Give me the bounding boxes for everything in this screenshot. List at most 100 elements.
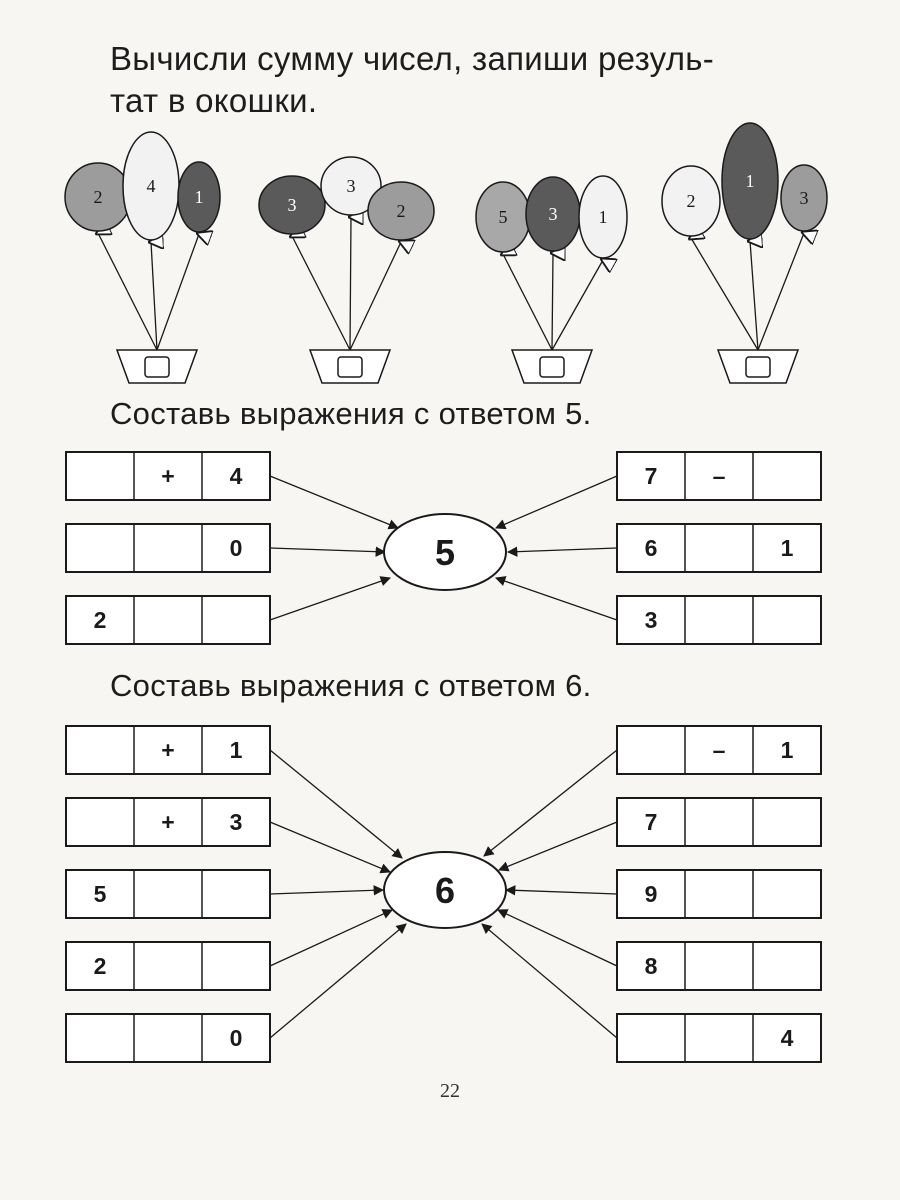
expression-cell-empty[interactable] — [136, 944, 200, 988]
expression-cell-empty[interactable] — [68, 728, 132, 772]
expression-row-left: 0 — [65, 1013, 271, 1063]
expression-cell-empty[interactable] — [755, 598, 819, 642]
balloon-string — [349, 242, 401, 351]
answer-oval — [383, 513, 507, 591]
answer-oval — [383, 851, 507, 929]
expression-box — [616, 1013, 822, 1063]
balloon-string — [98, 233, 158, 351]
balloon-group: 332 — [258, 156, 435, 384]
expression-cell-empty[interactable] — [68, 454, 132, 498]
balloon-string — [691, 238, 759, 351]
expression-cell-empty[interactable] — [755, 944, 819, 988]
balloon-number: 2 — [687, 191, 696, 211]
balloon-string — [551, 260, 603, 351]
expression-cell-empty[interactable] — [755, 872, 819, 916]
arrow — [495, 576, 618, 621]
expression-box — [65, 869, 271, 919]
arrow — [497, 909, 618, 967]
expression-cell-value: 7 — [645, 463, 658, 489]
expression-row-right: 7– — [616, 451, 822, 501]
answer-window[interactable] — [144, 356, 170, 378]
expression-row-right: 8 — [616, 941, 822, 991]
expression-box — [65, 595, 271, 645]
expression-cell-empty[interactable] — [687, 944, 751, 988]
balloon-number: 3 — [549, 204, 558, 224]
balloon-string — [350, 217, 351, 351]
arrow — [269, 576, 391, 621]
arrow — [269, 475, 399, 530]
expression-box — [65, 1013, 271, 1063]
expression-cell-value: 3 — [230, 809, 243, 835]
expression-row-left: +1 — [65, 725, 271, 775]
expression-cell-empty[interactable] — [619, 1016, 683, 1060]
expression-cell-empty[interactable] — [68, 800, 132, 844]
expression-cell-value: 8 — [645, 953, 658, 979]
arrow — [269, 923, 407, 1039]
expression-cell-value: 2 — [94, 953, 107, 979]
answer-window[interactable] — [745, 356, 771, 378]
expression-row-right: –1 — [616, 725, 822, 775]
expression-cell-empty[interactable] — [755, 454, 819, 498]
expression-cell-value: 6 — [645, 535, 658, 561]
answer-value: 6 — [435, 870, 455, 911]
expression-cell-empty[interactable] — [204, 872, 268, 916]
balloon-number: 3 — [288, 195, 297, 215]
balloon-number: 1 — [195, 187, 204, 207]
balloon-number: 5 — [499, 207, 508, 227]
expression-cell-empty[interactable] — [68, 526, 132, 570]
expression-cell-empty[interactable] — [136, 1016, 200, 1060]
expression-cell-empty[interactable] — [687, 526, 751, 570]
expression-cell-value: – — [713, 737, 726, 763]
balloon — [721, 122, 779, 240]
balloon-number: 1 — [599, 207, 608, 227]
balloon — [320, 156, 382, 216]
expression-box — [65, 451, 271, 501]
expression-row-right: 7 — [616, 797, 822, 847]
expression-cell-empty[interactable] — [687, 800, 751, 844]
balloon-string — [151, 242, 157, 351]
expression-cell-empty[interactable] — [136, 598, 200, 642]
balloon — [780, 164, 828, 232]
expression-cell-empty[interactable] — [755, 800, 819, 844]
arrow — [269, 749, 403, 859]
expression-cell-value: + — [161, 463, 174, 489]
answer-window[interactable] — [539, 356, 565, 378]
expression-row-left: 2 — [65, 595, 271, 645]
expression-cell-value: 1 — [781, 737, 794, 763]
expression-cell-empty[interactable] — [687, 872, 751, 916]
expression-cell-empty[interactable] — [619, 728, 683, 772]
arrow — [269, 821, 391, 874]
expression-cell-empty[interactable] — [204, 598, 268, 642]
task-heading-line-2: тат в окошки. — [110, 82, 318, 119]
balloon — [177, 161, 221, 233]
expression-cell-value: 0 — [230, 535, 243, 561]
expression-row-left: +3 — [65, 797, 271, 847]
page-number: 22 — [440, 1080, 460, 1102]
expression-box — [616, 869, 822, 919]
expression-cell-empty[interactable] — [687, 598, 751, 642]
expression-cell-value: 1 — [230, 737, 243, 763]
expression-row-left: 0 — [65, 523, 271, 573]
expression-row-right: 3 — [616, 595, 822, 645]
expression-cell-empty[interactable] — [136, 872, 200, 916]
balloon-group: 241 — [64, 131, 221, 384]
arrow — [504, 885, 618, 896]
balloon-group: 2 1 3 — [661, 122, 828, 384]
answer-window[interactable] — [337, 356, 363, 378]
expression-cell-empty[interactable] — [136, 526, 200, 570]
arrow — [506, 546, 618, 557]
expression-cell-value: 9 — [645, 881, 658, 907]
expression-cell-value: – — [713, 463, 726, 489]
balloon-string — [757, 233, 804, 351]
expression-cell-empty[interactable] — [204, 944, 268, 988]
expression-cell-empty[interactable] — [687, 1016, 751, 1060]
task-heading-line-1: Вычисли сумму чисел, запиши резуль- — [110, 40, 715, 77]
balloon-number: 3 — [800, 188, 809, 208]
balloon-string — [503, 254, 553, 351]
balloon-number: 1 — [746, 171, 755, 191]
expression-cell-empty[interactable] — [68, 1016, 132, 1060]
expression-box — [616, 523, 822, 573]
expression-row-left: 5 — [65, 869, 271, 919]
